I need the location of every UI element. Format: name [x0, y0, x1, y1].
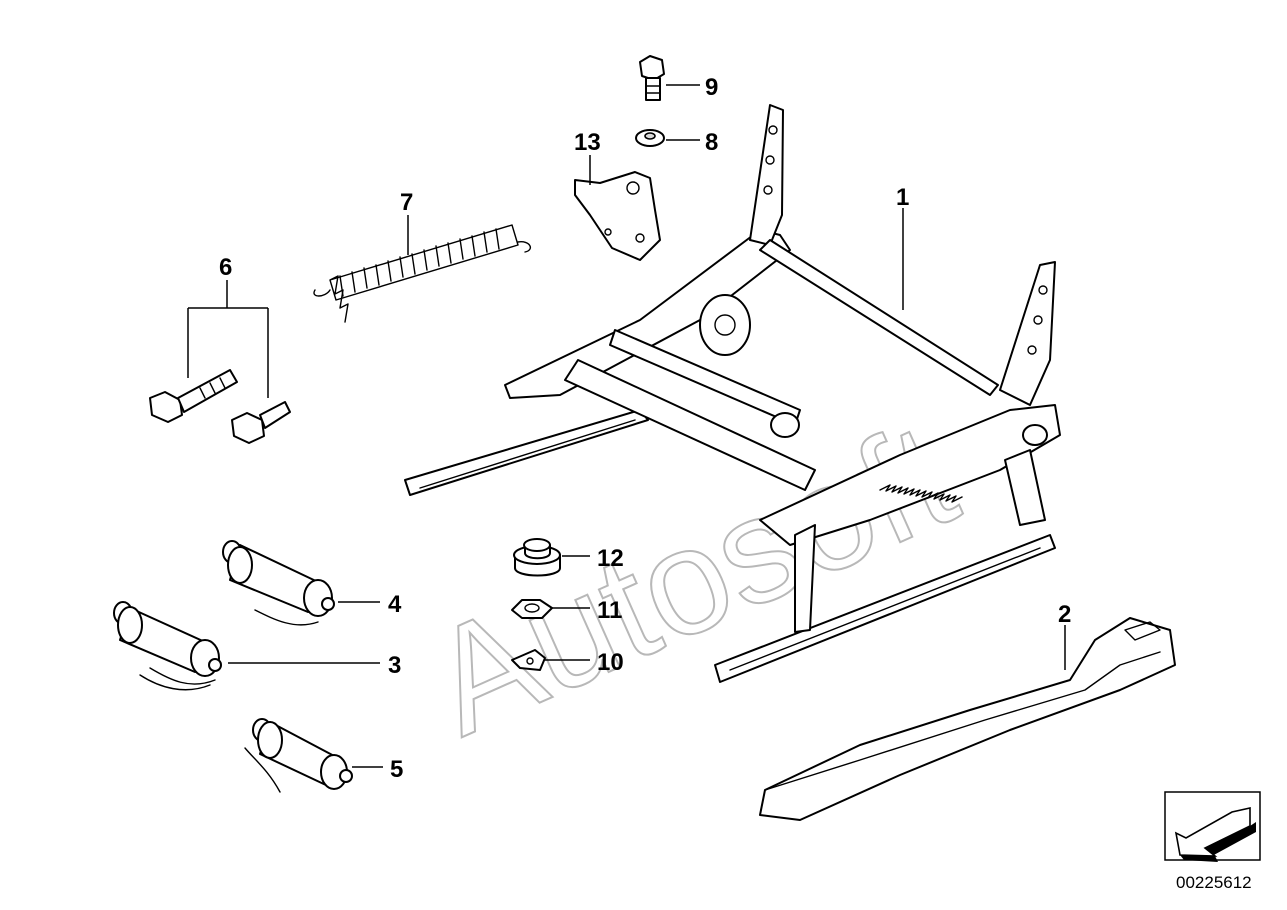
callout-1: 1 [896, 184, 909, 211]
part-bolt[interactable] [639, 55, 665, 101]
callout-2: 2 [1058, 601, 1071, 628]
part-buffer[interactable] [513, 538, 561, 577]
watermark: Autosoft [406, 389, 977, 766]
callout-5: 5 [390, 756, 403, 783]
part-rail-cover[interactable] [759, 617, 1176, 821]
arrow-icon [1174, 807, 1256, 862]
part-clip[interactable] [511, 649, 546, 671]
part-motor-4[interactable] [222, 540, 335, 626]
callout-11: 11 [597, 597, 622, 624]
document-number: 00225612 [1176, 873, 1252, 892]
leader-lines [187, 84, 1066, 768]
callout-8: 8 [705, 129, 718, 156]
part-washer[interactable] [635, 129, 665, 147]
callout-10: 10 [597, 649, 624, 676]
part-screws[interactable] [149, 369, 291, 444]
callout-3: 3 [388, 652, 401, 679]
part-motor-3[interactable] [113, 601, 222, 691]
part-nut[interactable] [511, 599, 553, 619]
part-tension-spring[interactable] [313, 224, 532, 323]
callout-12: 12 [597, 545, 624, 572]
part-bracket[interactable] [574, 171, 661, 261]
callout-4: 4 [388, 591, 402, 618]
callout-13: 13 [574, 129, 601, 156]
callout-7: 7 [400, 189, 413, 216]
callout-6: 6 [219, 254, 232, 281]
callout-9: 9 [705, 74, 718, 101]
part-seat-frame[interactable] [404, 104, 1061, 683]
direction-indicator [1164, 791, 1261, 862]
part-motor-5[interactable] [244, 718, 353, 793]
